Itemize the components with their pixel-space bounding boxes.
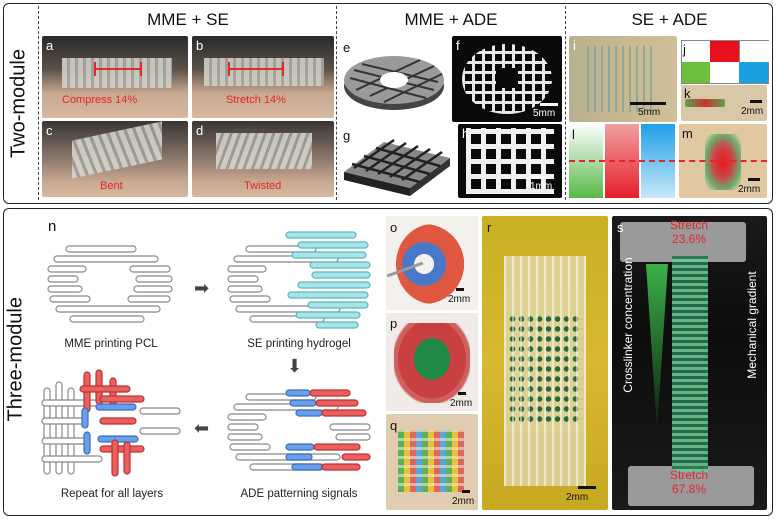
arrow-left-icon: ⬅ <box>194 418 210 438</box>
panel-label-g: g <box>343 128 351 143</box>
photo-d <box>192 121 334 197</box>
scalebar-r <box>578 486 596 489</box>
three-module-label: Three-module <box>4 296 27 422</box>
stretch-bottom-value: 67.8% <box>672 482 707 496</box>
step2-caption: SE printing hydrogel <box>247 338 351 350</box>
panel-label-m: m <box>682 126 693 141</box>
three-module-box <box>3 208 773 516</box>
photo-i <box>569 36 677 122</box>
panel-label-p: p <box>390 316 398 331</box>
scale-label-i: 5mm <box>638 107 661 118</box>
header-mme-se: MME + SE <box>147 10 229 29</box>
stretch-top-label: Stretch <box>670 218 709 232</box>
photo-o <box>386 216 478 310</box>
panel-label-i: i <box>573 38 576 53</box>
divider-3 <box>565 6 566 200</box>
bent-annotation: Bent <box>100 180 123 192</box>
diagram-step2-hydrogel <box>227 231 371 329</box>
scale-label-r: 2mm <box>566 492 589 503</box>
panel-label-s: s <box>617 220 624 235</box>
header-mme-ade: MME + ADE <box>404 10 498 29</box>
photo-q <box>386 414 478 510</box>
panel-label-r: r <box>487 220 492 235</box>
scalebar-q <box>462 490 470 493</box>
photo-b <box>192 36 334 118</box>
panel-label-o: o <box>390 220 398 235</box>
panel-label-d: d <box>196 123 204 138</box>
scale-label-p: 2mm <box>450 398 473 409</box>
color-grid-j <box>681 40 769 84</box>
divider-1 <box>38 6 39 200</box>
scalebar-o <box>456 288 464 291</box>
panel-label-q: q <box>390 418 398 433</box>
twisted-annotation: Twisted <box>244 180 282 192</box>
scale-label-m: 2mm <box>738 184 761 195</box>
scale-label-f: 5mm <box>533 108 556 119</box>
stretch-annotation: Stretch 14% <box>226 94 286 106</box>
step1-caption: MME printing PCL <box>64 338 158 350</box>
two-module-box <box>3 3 773 204</box>
arrow-down-icon: ⬇ <box>287 356 303 376</box>
two-module-label: Two-module <box>7 49 30 158</box>
arrow-right-icon: ➡ <box>194 278 210 298</box>
scale-label-o: 2mm <box>448 294 471 305</box>
panel-label-l: l <box>572 127 575 142</box>
gradient-triangle <box>646 264 668 430</box>
scalebar-k <box>750 100 762 103</box>
panel-label-j: j <box>683 42 686 57</box>
diagram-g-square-lattice <box>344 138 450 196</box>
panel-label-n: n <box>48 218 57 235</box>
panel-label-f: f <box>456 38 460 53</box>
photo-m <box>679 124 767 198</box>
diagram-e-ring-lattice <box>344 56 444 110</box>
scale-label-k: 2mm <box>741 106 764 117</box>
panel-label-h: h <box>462 126 470 141</box>
scale-label-q: 2mm <box>452 496 475 507</box>
scalebar-p <box>458 392 466 395</box>
photo-k <box>681 85 767 121</box>
panel-label-e: e <box>343 40 351 55</box>
scalebar-i <box>630 102 666 105</box>
crosslinker-label: Crosslinker concentration <box>621 257 635 393</box>
panel-label-b: b <box>196 38 204 53</box>
header-se-ade: SE + ADE <box>631 10 708 29</box>
photo-c <box>42 121 188 197</box>
photo-s <box>612 216 767 510</box>
scalebar-m <box>748 178 760 181</box>
gradient-panel-l <box>569 124 675 198</box>
photo-a <box>42 36 188 118</box>
diagram-step4-repeat <box>41 369 181 477</box>
panel-label-k: k <box>684 86 691 101</box>
stretch-bottom-label: Stretch <box>670 468 709 482</box>
mechanical-gradient-label: Mechanical gradient <box>745 271 759 379</box>
divider-2 <box>336 6 337 200</box>
scalebar-h <box>532 176 548 179</box>
compress-annotation: Compress 14% <box>62 94 138 106</box>
stretch-top-value: 23.6% <box>672 232 707 246</box>
panel-label-c: c <box>46 123 53 138</box>
step4-caption: Repeat for all layers <box>60 488 164 500</box>
photo-r <box>482 216 608 510</box>
diagram-step3-ade <box>227 389 371 471</box>
photo-h <box>458 124 562 198</box>
panel-label-a: a <box>46 38 54 53</box>
diagram-step1-pcl <box>47 245 173 323</box>
step3-caption: ADE patterning signals <box>240 488 358 500</box>
scalebar-f <box>540 103 558 106</box>
photo-f <box>452 36 562 122</box>
scale-label-h: 1mm <box>530 181 553 192</box>
photo-p <box>386 313 478 411</box>
